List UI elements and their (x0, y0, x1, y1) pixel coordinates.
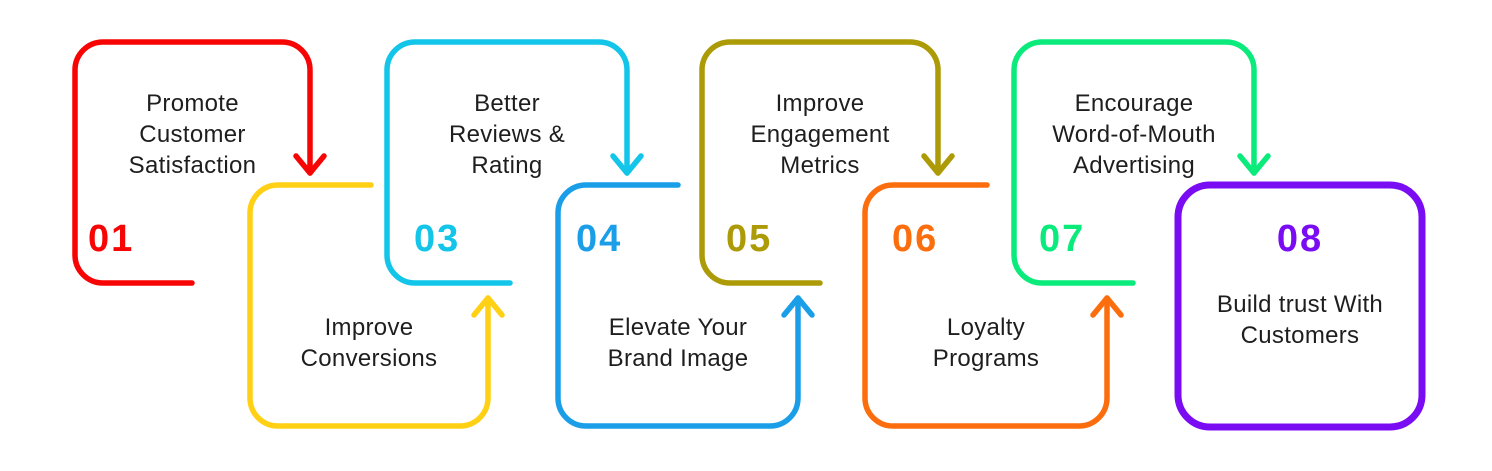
step-05-shape (699, 39, 955, 286)
label-line: Loyalty (946, 314, 1026, 341)
step-05-outline (699, 39, 941, 286)
arrow-up-icon (781, 295, 815, 318)
label-line: Customer (139, 121, 246, 148)
step-04-label: Elevate Your Brand Image (558, 312, 798, 374)
step-07-outline (1011, 39, 1257, 286)
step-01-number: 01 (88, 218, 135, 260)
step-08-shape (1174, 181, 1426, 431)
arrow-down-icon (1237, 153, 1271, 176)
step-04-number: 04 (576, 218, 623, 260)
label-line: Programs (932, 345, 1040, 372)
step-06-number: 06 (892, 218, 939, 260)
step-01-shape (72, 39, 327, 286)
step-06-outline (862, 182, 1110, 429)
step-08-label: Build trust With Customers (1178, 289, 1422, 351)
step-08-outline (1174, 181, 1426, 431)
label-line: Conversions (300, 345, 438, 372)
arrow-down-icon (921, 153, 955, 176)
label-line: Engagement (750, 121, 890, 148)
step-02-shape (247, 182, 505, 429)
label-line: Advertising (1072, 152, 1196, 179)
label-line: Customers (1240, 322, 1360, 349)
arrow-up-icon (1090, 295, 1124, 318)
label-line: Better (474, 90, 540, 117)
step-05-label: Improve Engagement Metrics (702, 88, 938, 181)
step-03-shape (384, 39, 644, 286)
step-05-number: 05 (726, 218, 773, 260)
arrow-up-icon (471, 295, 505, 318)
label-line: Satisfaction (128, 152, 257, 179)
label-line: Brand Image (607, 345, 749, 372)
label-line: Improve (324, 314, 414, 341)
step-04-shape (555, 182, 815, 429)
step-02-outline (247, 182, 491, 429)
label-line: Word-of-Mouth (1052, 121, 1216, 148)
label-line: Metrics (780, 152, 860, 179)
step-06-shape (862, 182, 1124, 429)
label-line: Improve (775, 90, 865, 117)
arrow-down-icon (610, 153, 644, 176)
step-01-label: Promote Customer Satisfaction (75, 88, 310, 181)
step-07-label: Encourage Word-of-Mouth Advertising (1008, 88, 1260, 181)
step-06-label: Loyalty Programs (865, 312, 1107, 374)
label-line: Elevate Your (608, 314, 748, 341)
label-line: Promote (146, 90, 239, 117)
arrow-down-icon (293, 153, 327, 176)
step-03-number: 03 (414, 218, 461, 260)
step-04-outline (555, 182, 801, 429)
step-07-shape (1011, 39, 1271, 286)
step-07-number: 07 (1039, 218, 1086, 260)
label-line: Encourage (1074, 90, 1194, 117)
step-03-outline (384, 39, 630, 286)
label-line: Rating (471, 152, 543, 179)
label-line: Build trust With (1216, 291, 1384, 318)
step-02-label: Improve Conversions (250, 312, 488, 374)
step-03-label: Better Reviews & Rating (387, 88, 627, 181)
step-08-number: 08 (1276, 218, 1324, 260)
step-01-outline (72, 39, 313, 286)
label-line: Reviews & (448, 121, 566, 148)
